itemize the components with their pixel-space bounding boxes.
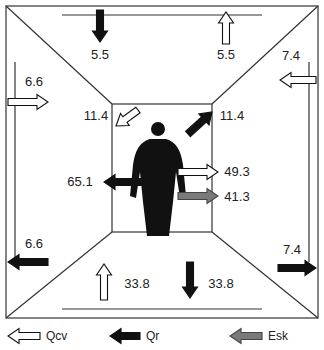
- legend-text: Esk: [268, 329, 288, 343]
- heat-arrow: [116, 107, 140, 126]
- flow-value: 49.3: [223, 165, 250, 179]
- corner-line: [212, 6, 318, 104]
- heat-arrows: [8, 10, 316, 344]
- surface-line: [14, 62, 15, 262]
- figure-body: [130, 139, 186, 236]
- surface-line: [62, 308, 262, 309]
- heat-arrow: [97, 264, 112, 300]
- corner-line: [212, 232, 318, 318]
- heat-arrow: [8, 255, 48, 270]
- flow-value: 65.1: [66, 175, 93, 189]
- heat-arrow: [110, 329, 140, 344]
- flow-value: 11.4: [83, 109, 109, 123]
- heat-arrow: [280, 73, 316, 88]
- legend-text: Qcv: [46, 329, 67, 343]
- flow-value: 5.5: [216, 48, 236, 62]
- heat-arrow: [183, 262, 198, 298]
- heat-arrow: [178, 165, 218, 180]
- heat-arrow: [186, 112, 212, 137]
- surface-line: [62, 14, 262, 15]
- corner-line: [6, 6, 112, 104]
- legend-text: Qr: [146, 329, 159, 343]
- flow-value: 41.3: [223, 190, 250, 204]
- flow-value: 7.4: [282, 243, 302, 257]
- room-frame: [6, 6, 318, 318]
- flow-value: 5.5: [90, 48, 110, 62]
- heat-arrow: [178, 189, 218, 204]
- figure-head: [151, 122, 165, 136]
- flow-value: 11.4: [219, 109, 245, 123]
- heat-arrow: [230, 329, 262, 344]
- heat-arrow: [8, 95, 48, 110]
- outer-wall: [6, 6, 318, 318]
- flow-value: 6.6: [24, 237, 44, 251]
- flow-value: 6.6: [24, 75, 44, 89]
- heat-arrow: [93, 10, 108, 42]
- heat-arrow: [104, 175, 144, 190]
- flow-value: 33.8: [207, 277, 234, 291]
- corner-line: [6, 232, 112, 318]
- surface-line: [308, 62, 309, 262]
- heat-arrow: [8, 329, 40, 344]
- flow-value: 7.4: [281, 49, 301, 63]
- heat-arrow: [278, 261, 316, 276]
- heat-arrow: [219, 12, 234, 44]
- flow-value: 33.8: [123, 277, 150, 291]
